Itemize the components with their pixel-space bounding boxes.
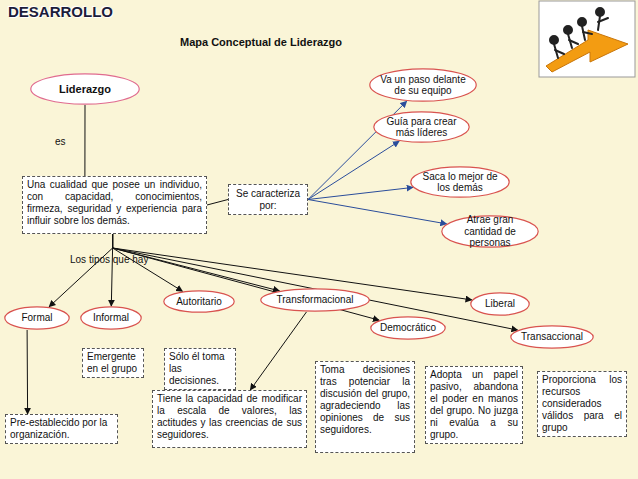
concept-ellipse: Atrae gran cantidad de personas [441, 215, 539, 248]
connector-line [49, 234, 113, 307]
node-text: Liberal [485, 298, 515, 310]
ellipse-shape [374, 112, 469, 142]
concept-ellipse: Formal [4, 306, 70, 330]
ellipse-shape [511, 326, 593, 348]
connector-line [113, 234, 380, 320]
concept-ellipse: Guía para crear más líderes [373, 111, 470, 143]
concept-box: Proporciona los recursos considerados vá… [537, 371, 627, 437]
node-text: Emergente en el grupo [87, 351, 139, 375]
figure-arm [569, 40, 578, 44]
connector-line [250, 312, 306, 390]
ellipse-shape [411, 167, 509, 197]
ellipse-text-area: Saca lo mejor de los demás [418, 166, 502, 198]
concept-ellipse: Va un paso delante de su equipo [369, 68, 477, 102]
node-text: Proporciona los recursos considerados vá… [542, 374, 622, 434]
figure-head [550, 36, 558, 44]
node-text: Liderazgo [59, 83, 111, 96]
ellipse-shape [370, 69, 476, 101]
concept-ellipse: Liberal [470, 292, 530, 316]
node-text: Se caracteriza por: [233, 188, 303, 212]
concept-ellipse: Informal [80, 306, 142, 330]
concept-box: Toma decisiones tras potenciar la discus… [315, 361, 415, 453]
figure-head [596, 8, 604, 16]
concept-ellipse: Transaccional [510, 325, 594, 349]
node-text: Pre-establecido por la organización. [10, 417, 113, 441]
concept-box: Emergente en el grupo [82, 348, 144, 378]
concept-ellipse: Autoritario [163, 290, 235, 313]
connector-line [207, 200, 228, 206]
node-text: Transformacional [277, 294, 354, 306]
node-text: Guía para crear más líderes [381, 116, 463, 139]
ellipse-shape [31, 74, 139, 104]
ellipse-text-area: Informal [85, 306, 137, 330]
node-text: Toma decisiones tras potenciar la discus… [320, 364, 410, 436]
connector-line [113, 234, 518, 330]
ellipse-text-area: Transformacional [269, 288, 361, 312]
connector-line [84, 105, 85, 176]
figure-head [564, 26, 572, 34]
concept-ellipse: Transformacional [260, 288, 370, 312]
figure-arm [598, 18, 608, 22]
stick-figures [550, 8, 608, 58]
diagram-title: Mapa Conceptual de Liderazgo [180, 36, 342, 48]
figure-body [598, 16, 600, 30]
ellipse-shape [371, 317, 445, 339]
node-text: Saca lo mejor de los demás [418, 171, 502, 194]
branch-label: Los tipos que hay [70, 254, 148, 265]
section-heading: DESARROLLO [8, 3, 113, 20]
node-text: Adopta un papel pasivo, abandona el pode… [430, 369, 518, 441]
illustration-frame [539, 1, 635, 77]
ellipse-text-area: Transaccional [517, 325, 588, 349]
edge-label: es [55, 136, 66, 147]
node-text: Va un paso delante de su equipo [378, 74, 469, 97]
concept-ellipse: Liderazgo [30, 73, 140, 105]
ellipse-text-area: Liberal [475, 292, 525, 316]
node-text: Sólo él toma las decisiones. [169, 351, 231, 387]
ellipse-text-area: Autoritario [169, 290, 230, 313]
figure-arm [583, 32, 592, 34]
ellipse-text-area: Formal [9, 306, 64, 330]
node-text: Transaccional [521, 331, 583, 343]
concept-box: Una cualidad que posee un individuo, con… [22, 176, 207, 234]
concept-box: Tiene la capacidad de modificar la escal… [152, 390, 307, 448]
ellipse-text-area: Democrático [376, 316, 440, 340]
orange-arrow [546, 30, 628, 72]
ellipse-text-area: Guía para crear más líderes [381, 111, 463, 143]
concept-ellipse: Saca lo mejor de los demás [410, 166, 510, 198]
connector-line [308, 187, 413, 199]
concept-box: Adopta un papel pasivo, abandona el pode… [425, 366, 523, 444]
node-text: Una cualidad que posee un individuo, con… [27, 179, 202, 227]
ellipse-shape [471, 293, 529, 315]
node-text: Democrático [380, 322, 436, 334]
concept-box: Se caracteriza por: [228, 184, 308, 215]
connector-line [308, 200, 447, 224]
node-text: Autoritario [176, 296, 222, 308]
node-text: Atrae gran cantidad de personas [449, 214, 531, 249]
ellipse-shape [261, 289, 369, 311]
node-text: Formal [21, 312, 52, 324]
node-text: Tiene la capacidad de modificar la escal… [157, 393, 302, 441]
ellipse-text-area: Va un paso delante de su equipo [378, 68, 469, 102]
leadership-illustration [538, 0, 636, 80]
concept-box: Sólo él toma las decisiones. [164, 348, 236, 390]
node-text: Informal [93, 312, 129, 324]
ellipse-shape [5, 307, 69, 329]
figure-arm [555, 50, 564, 54]
concept-box: Pre-establecido por la organización. [5, 414, 118, 444]
ellipse-text-area: Liderazgo [39, 73, 131, 105]
connector-line [27, 330, 29, 414]
ellipse-shape [81, 307, 141, 329]
figure-head [578, 18, 586, 26]
ellipse-shape [164, 291, 234, 312]
concept-ellipse: Democrático [370, 316, 446, 340]
ellipse-text-area: Atrae gran cantidad de personas [449, 215, 531, 248]
